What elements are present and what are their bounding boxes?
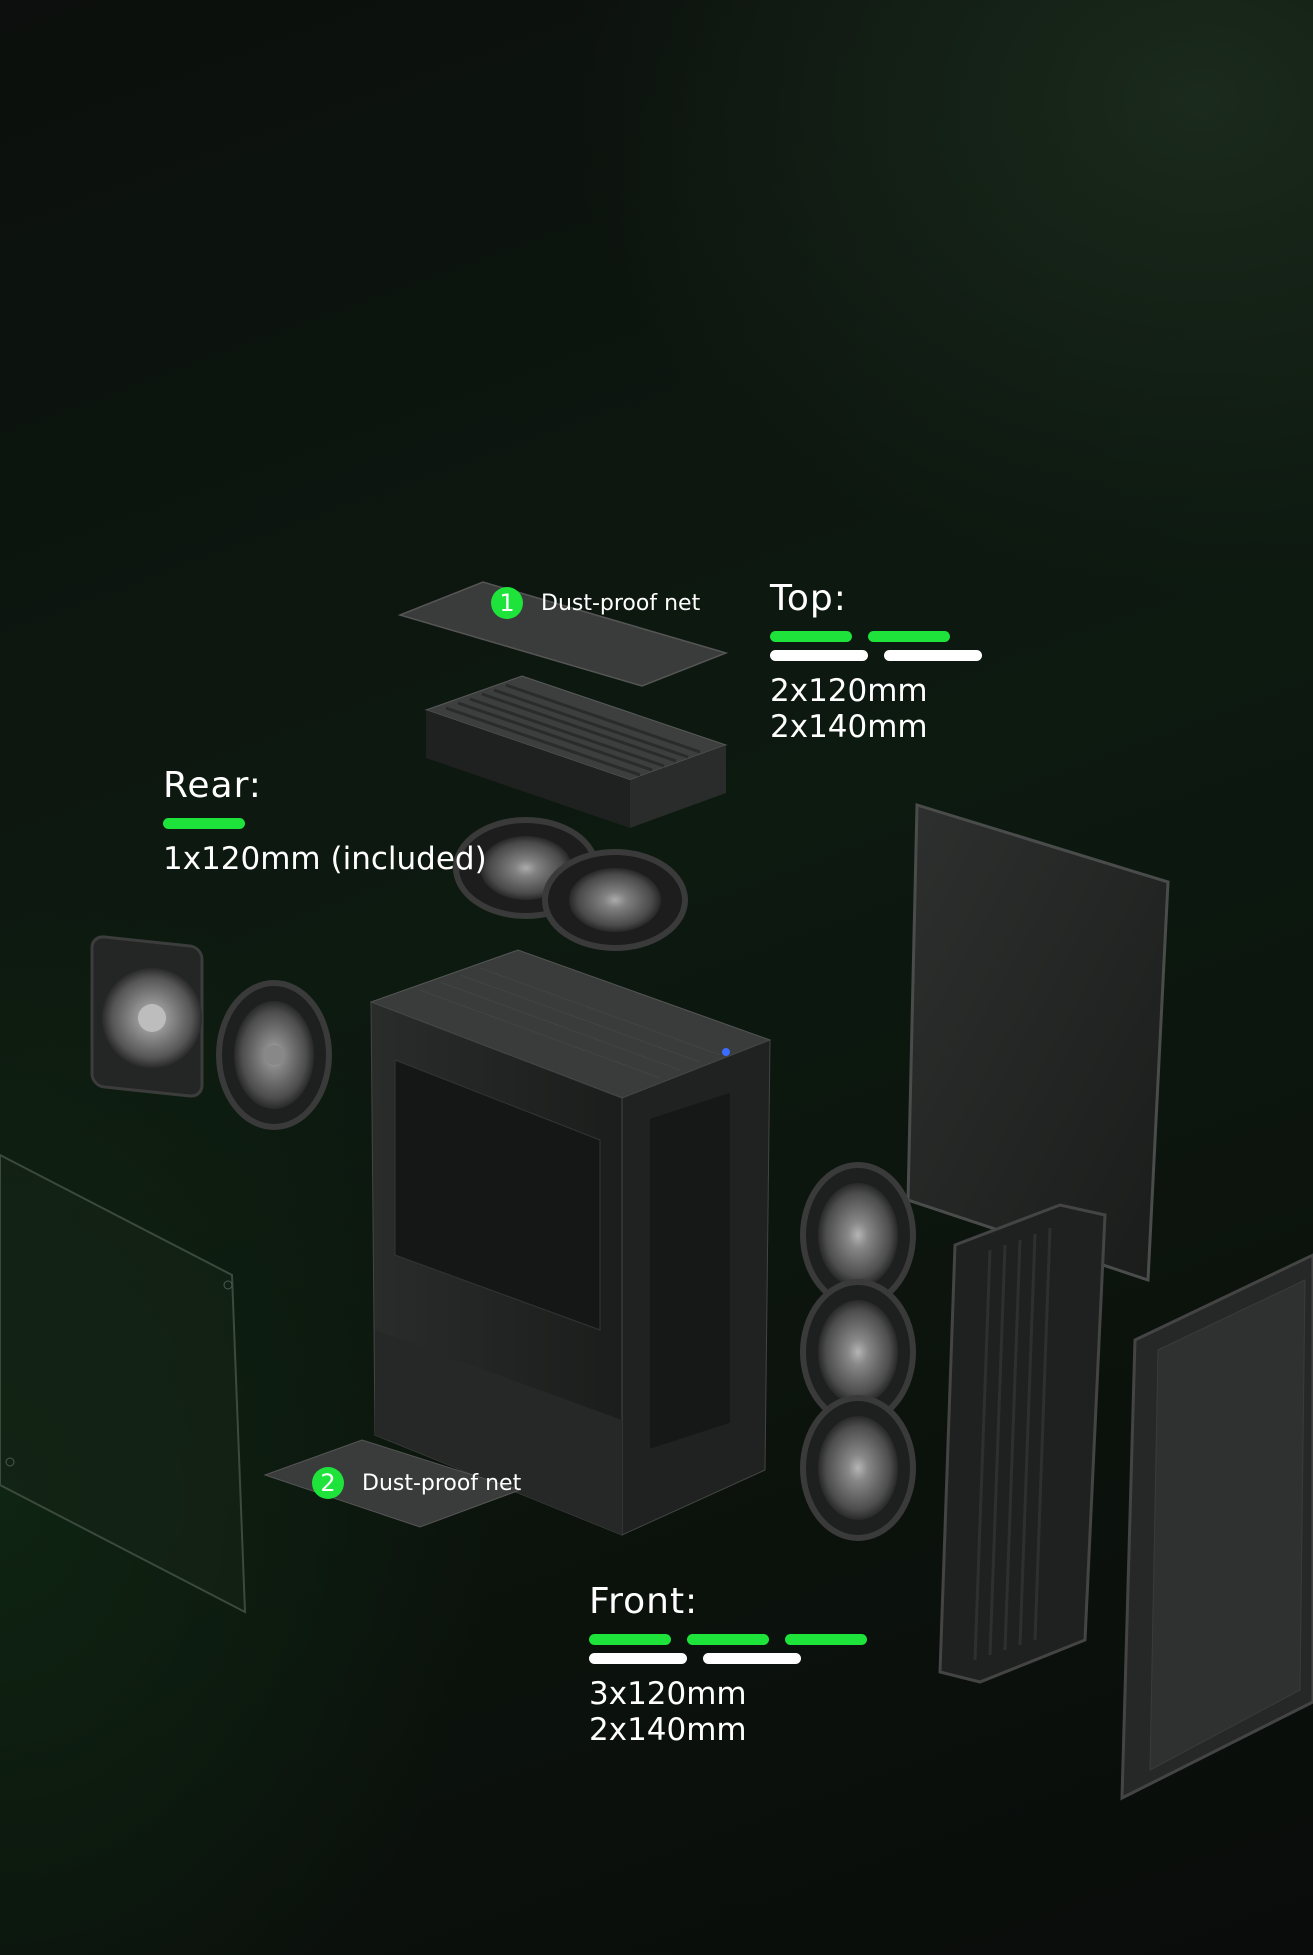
number-badge-2: 2 — [312, 1467, 344, 1499]
rear-green-bar — [163, 818, 245, 829]
rear-fans — [90, 935, 332, 1130]
front-green-bar — [687, 1634, 769, 1645]
top-spec-title: Top: — [770, 578, 847, 619]
top-fans — [453, 817, 688, 951]
number-badge-1: 1 — [491, 587, 523, 619]
front-radiator — [938, 1203, 1107, 1684]
front-green-bars — [589, 1634, 867, 1645]
rear-fan-spec: Rear: 1x120mm (included) — [163, 765, 487, 877]
front-fan-spec: Front: 3x120mm 2x140mm — [589, 1581, 867, 1748]
front-white-bar — [703, 1653, 801, 1664]
top-dust-net-label: Dust-proof net — [541, 590, 701, 616]
top-green-bars — [770, 631, 982, 642]
rear-spec-title: Rear: — [163, 765, 262, 806]
case-body — [369, 949, 772, 1536]
front-white-bar — [589, 1653, 687, 1664]
bottom-dust-net-label: Dust-proof net — [362, 1470, 522, 1496]
rear-green-bars — [163, 818, 487, 829]
top-white-bar — [884, 650, 982, 661]
front-white-bars — [589, 1653, 867, 1664]
top-white-bars — [770, 650, 982, 661]
front-panel — [1120, 1253, 1313, 1801]
glass-side-panel — [0, 1153, 247, 1614]
top-spec-line-2: 2x140mm — [770, 709, 928, 745]
right-side-panel — [906, 802, 1170, 1283]
top-radiator — [424, 675, 728, 828]
top-dust-net — [397, 581, 729, 687]
top-fan-spec: Top: 2x120mm 2x140mm — [770, 578, 982, 745]
bottom-dust-net-tag: 2 Dust-proof net — [312, 1467, 521, 1499]
top-green-bar — [868, 631, 950, 642]
front-fans — [800, 1162, 916, 1541]
front-spec-line-1: 3x120mm — [589, 1676, 747, 1712]
front-spec-title: Front: — [589, 1581, 699, 1622]
top-green-bar — [770, 631, 852, 642]
top-spec-line-1: 2x120mm — [770, 673, 928, 709]
rear-spec-line-1: 1x120mm (included) — [163, 841, 487, 877]
front-green-bar — [589, 1634, 671, 1645]
front-green-bar — [785, 1634, 867, 1645]
front-spec-line-2: 2x140mm — [589, 1712, 747, 1748]
top-dust-net-tag: 1 Dust-proof net — [491, 587, 700, 619]
top-white-bar — [770, 650, 868, 661]
bottom-dust-net — [263, 1439, 522, 1528]
